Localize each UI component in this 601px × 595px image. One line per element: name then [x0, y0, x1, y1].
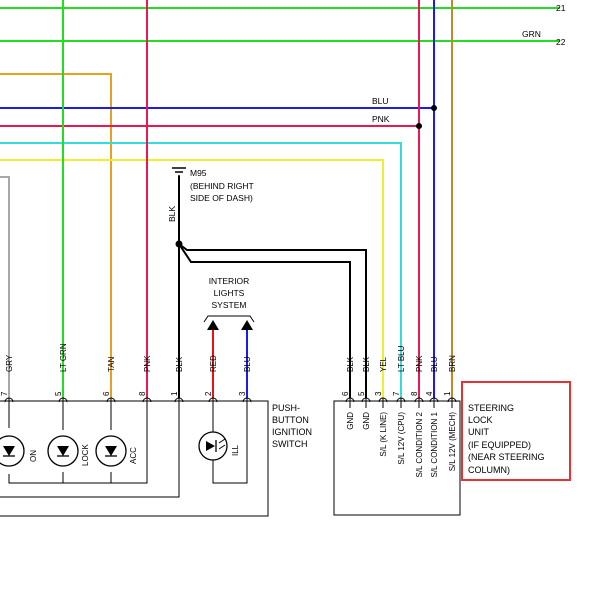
indicator-acc-label: ACC [129, 447, 138, 464]
ignition-switch-label-1: PUSH- [272, 403, 300, 413]
led-on-icon [0, 435, 25, 467]
steering-lock-pins [345, 397, 457, 408]
steering-lock-pin-number: 7 [392, 391, 401, 396]
steering-lock-wire-label: PNK [415, 355, 424, 372]
steering-lock-label-2: LOCK [468, 415, 493, 425]
ignition-switch-label-2: BUTTON [272, 415, 309, 425]
pnk-return-frame [111, 408, 148, 484]
led-lock-icon [47, 435, 79, 467]
ignition-pin-number: 1 [170, 391, 179, 396]
steering-lock-pin-number: 5 [357, 391, 366, 396]
steering-lock-highlight [461, 381, 571, 481]
ignition-wire-label: PNK [143, 355, 152, 372]
steering-lock-pin-function: GND [362, 412, 371, 430]
interior-lights-line2: LIGHTS [214, 288, 245, 298]
steering-lock-pin-function: GND [346, 412, 355, 430]
splice-blu [431, 105, 437, 111]
indicator-lock-label: LOCK [81, 444, 90, 466]
steering-lock-label-5: (NEAR STEERING [468, 452, 545, 462]
wire-yel [0, 159, 384, 398]
steering-lock-wire-label: BLK [346, 356, 355, 372]
ignition-pin-number: 6 [102, 391, 111, 396]
steering-lock-pin-number: 6 [341, 391, 350, 396]
steering-lock-pin-function: S/L CONDITION 2 [415, 411, 424, 477]
wire-ltblu [0, 142, 402, 398]
arrow-red-icon [207, 320, 219, 330]
ground-location-line2: SIDE OF DASH) [190, 193, 253, 203]
ground-location-line1: (BEHIND RIGHT [190, 181, 254, 191]
steering-lock-pin-functions: GND GND S/L (K LINE) S/L 12V (CPU) S/L CONDI… [346, 411, 457, 477]
ignition-pin-number: 8 [138, 391, 147, 396]
ignition-wire-label: BLU [243, 356, 252, 372]
interior-lights-line3: SYSTEM [212, 300, 247, 310]
wire-22-color-label: GRN [522, 29, 541, 39]
steering-lock-label-6: COLUMN) [468, 465, 510, 475]
steering-lock-label-4: (IF EQUIPPED) [468, 440, 531, 450]
ignition-wire-label: LT GRN [59, 343, 68, 372]
steering-lock-pin-number: 3 [374, 391, 383, 396]
arrow-blu-icon [241, 320, 253, 330]
steering-lock-wire-label: BLK [362, 356, 371, 372]
steering-lock-wire-label: LT BLU [397, 345, 406, 372]
wire-tan [0, 73, 112, 398]
ignition-switch-box [0, 400, 269, 517]
steering-lock-pin-function: S/L 12V (MECH) [448, 412, 457, 472]
ignition-pin-number: 3 [238, 391, 247, 396]
wire-21-number: 21 [556, 3, 566, 13]
ignition-pin-number: 2 [204, 391, 213, 396]
led-ill-icon [198, 431, 228, 461]
wire-pnk-label: PNK [372, 114, 390, 124]
steering-lock-wire-label: BRN [448, 355, 457, 372]
illumination-label: ILL [231, 444, 240, 456]
ground-wire-label: BLK [167, 206, 177, 222]
ignition-pins [4, 397, 252, 408]
steering-lock-box [333, 400, 461, 516]
ignition-wire-label: RED [209, 355, 218, 372]
steering-lock-label-1: STEERING [468, 403, 514, 413]
interior-lights-bracket [203, 315, 255, 323]
steering-lock-pin-function: S/L 12V (CPU) [397, 412, 406, 465]
steering-lock-pin-number: 4 [425, 391, 434, 396]
ignition-wire-label: TAN [107, 356, 116, 372]
ignition-pin-number: 7 [0, 391, 9, 396]
steering-lock-pin-function: S/L CONDITION 1 [430, 411, 439, 477]
ignition-wire-labels: GRY 7 LT GRN 5 TAN 6 PNK 8 BLK 1 RED 2 BLU 3 [0, 343, 252, 396]
steering-lock-wire-label: YEL [379, 356, 388, 372]
wire-gry [0, 176, 10, 398]
steering-lock-pin-function: S/L (K LINE) [379, 412, 388, 457]
steering-lock-wire-labels: BLK 6 BLK 5 YEL 3 LT BLU 7 PNK 8 BLU 4 BRN 1 [341, 345, 457, 396]
ignition-pin-number: 5 [54, 391, 63, 396]
ignition-wire-label: BLK [175, 356, 184, 372]
ignition-switch-label-4: SWITCH [272, 439, 308, 449]
ground-id: M95 [190, 168, 207, 178]
wire-blk-to-lock-pin5 [178, 243, 367, 398]
wire-22-number: 22 [556, 37, 566, 47]
steering-lock-pin-number: 1 [443, 391, 452, 396]
interior-lights-line1: INTERIOR [209, 276, 250, 286]
splice-pnk [416, 123, 422, 129]
steering-lock-pin-number: 8 [410, 391, 419, 396]
blk-ground-frame [0, 408, 180, 498]
ignition-wire-label: GRY [5, 354, 14, 372]
led-acc-icon [95, 435, 127, 467]
steering-lock-wire-label: BLU [430, 356, 439, 372]
indicator-on-label: ON [29, 450, 38, 462]
wire-blu-label: BLU [372, 96, 389, 106]
wire-blk-to-lock-pin6 [178, 243, 351, 398]
steering-lock-label-3: UNIT [468, 427, 489, 437]
indicator-bus-bottom [8, 474, 111, 484]
ignition-switch-label-3: IGNITION [272, 427, 312, 437]
